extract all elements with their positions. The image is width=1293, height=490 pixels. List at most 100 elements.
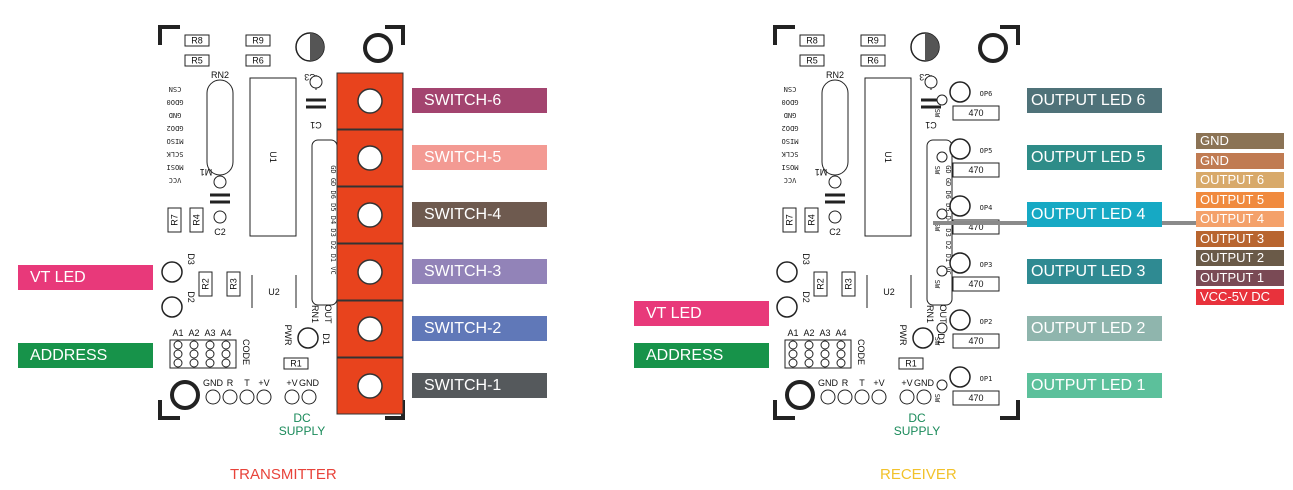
- resistor-r9-box: [245, 34, 271, 47]
- switch-button-3: [357, 259, 383, 285]
- address-jumper-pad: [173, 349, 183, 359]
- rx-output-led: [949, 252, 971, 274]
- rx-dc-supply-label: DC SUPPLY: [887, 412, 947, 438]
- rx-led-label: OP2: [980, 318, 993, 326]
- resistor-r3-label: R3: [229, 278, 239, 290]
- transmitter-caption: TRANSMITTER: [230, 466, 337, 483]
- rx-switch-label: SW: [933, 280, 941, 289]
- resistor-r4-label: R4: [807, 214, 817, 226]
- header-right-pin: [301, 389, 317, 405]
- rx-output-led: [949, 366, 971, 388]
- corner-mark-bottom-left: [773, 400, 795, 420]
- header-left-pin: [205, 389, 221, 405]
- corner-mark-top-right: [1000, 25, 1020, 45]
- rx-switch-pad: [936, 265, 948, 277]
- led-d3: [776, 261, 798, 283]
- rx-resistor-box: [952, 162, 1000, 178]
- header-left-pin: [239, 389, 255, 405]
- address-jumper-pad: [205, 349, 215, 359]
- address-jumper-pad: [836, 340, 846, 350]
- led-d2-label: D2: [186, 291, 196, 303]
- rx-output-led: [949, 309, 971, 331]
- rx-switch-pad: [936, 94, 948, 106]
- corner-mark-top-left: [158, 25, 180, 45]
- resistor-r8-label: R8: [806, 36, 818, 46]
- power-led-d1: [297, 327, 319, 349]
- pin-label-mosi: MOSI: [782, 163, 799, 171]
- pin-label-miso: MISO: [167, 137, 184, 145]
- resistor-r3-box: [226, 271, 241, 297]
- led-d3-label: D3: [801, 253, 811, 265]
- corner-mark-bottom-left: [158, 400, 180, 420]
- output-pin-labels: GD GD D6 D5 D4 D3 D2 D1 VC: [944, 165, 952, 275]
- rn1-label: RN1: [925, 305, 935, 323]
- address-jumper-pad: [804, 340, 814, 350]
- crystal-m1-label: M1: [200, 167, 213, 177]
- rx-led-label: OP5: [980, 147, 993, 155]
- rx-resistor-label: 470: [968, 393, 983, 403]
- capacitor-c2-label: C2: [214, 227, 226, 237]
- rx-led-label: OP1: [980, 375, 993, 383]
- capacitor-c2-label: C2: [829, 227, 841, 237]
- switch-button-4: [357, 202, 383, 228]
- rx-output-led: [949, 195, 971, 217]
- connector-wire: OUTPUT 3: [1196, 230, 1284, 247]
- resistor-r4-label: R4: [192, 214, 202, 226]
- address-pin-label-a1: A1: [172, 328, 183, 338]
- u2-outline: [251, 275, 297, 308]
- rx-switch-pad: [936, 379, 948, 391]
- resistor-r6-box: [245, 54, 271, 67]
- corner-mark-bottom-right: [1000, 400, 1020, 420]
- pin-label-gdo0: GDO0: [167, 98, 184, 106]
- resistor-r3-label: R3: [844, 278, 854, 290]
- rx-resistor-label: 470: [968, 279, 983, 289]
- capacitor-c2-pad: [213, 210, 227, 224]
- resistor-r3-box: [841, 271, 856, 297]
- switch-tag-2: SWITCH-2: [412, 316, 547, 341]
- resistor-r1-label: R1: [905, 359, 917, 369]
- output-led-tag-5: OUTPUT LED 5: [1027, 145, 1162, 170]
- resistor-r5-label: R5: [191, 56, 203, 66]
- address-jumper-pad: [820, 340, 830, 350]
- address-pin-label-a2: A2: [188, 328, 199, 338]
- out-label: OUT: [938, 305, 948, 325]
- rx-resistor-label: 470: [968, 222, 983, 232]
- switch-button-1: [357, 373, 383, 399]
- rx-switch-label: SW: [933, 223, 941, 232]
- address-pin-label-a4: A4: [835, 328, 846, 338]
- header-left-pin: [854, 389, 870, 405]
- address-jumper-pad: [205, 340, 215, 350]
- address-jumper-pad: [804, 349, 814, 359]
- ic-u1: [249, 77, 297, 237]
- rx-switch-label: SW: [933, 166, 941, 175]
- resistor-r9-label: R9: [252, 36, 264, 46]
- pin-label-miso: MISO: [782, 137, 799, 145]
- switch-button-5: [357, 145, 383, 171]
- led-d3: [161, 261, 183, 283]
- pin-label-gnd: GND: [784, 111, 797, 119]
- pin-label-vcc: VCC: [784, 176, 797, 184]
- address-jumper-pad: [189, 340, 199, 350]
- rx-resistor-box: [952, 333, 1000, 349]
- header-right-label: GND: [299, 378, 320, 388]
- rx-resistor-label: 470: [968, 108, 983, 118]
- connector-wire: GND: [1196, 152, 1284, 169]
- resistor-network-rn2: [206, 79, 234, 176]
- address-jumper-block: [784, 339, 852, 369]
- rx-address-tag: ADDRESS: [634, 343, 769, 368]
- pin-label-vcc: VCC: [169, 176, 182, 184]
- pin-label-gdo2: GDO2: [167, 124, 184, 132]
- address-jumper-pad: [788, 340, 798, 350]
- address-pin-label-a3: A3: [819, 328, 830, 338]
- capacitor-c3-label: C3: [304, 72, 316, 82]
- header-right-pin: [899, 389, 915, 405]
- u2-label: U2: [883, 287, 895, 297]
- tx-dc-supply-label: DC SUPPLY: [272, 412, 332, 438]
- rx-output-led: [949, 138, 971, 160]
- capacitor-c3-label: C3: [919, 72, 931, 82]
- capacitor-c1-label: C1: [310, 120, 322, 130]
- switch-tag-6: SWITCH-6: [412, 88, 547, 113]
- address-pin-label-a3: A3: [204, 328, 215, 338]
- u2-label: U2: [268, 287, 280, 297]
